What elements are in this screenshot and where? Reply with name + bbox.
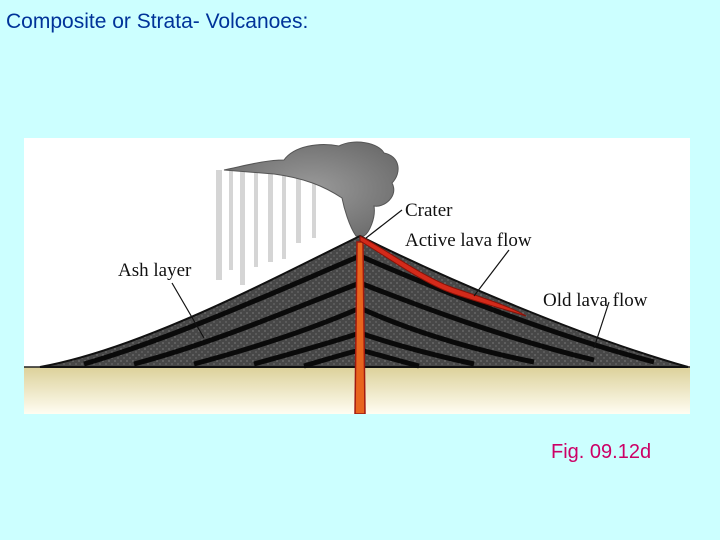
ash-fall	[216, 170, 316, 285]
label-ash-layer: Ash layer	[118, 260, 192, 281]
label-active-lava-flow: Active lava flow	[405, 230, 532, 251]
magma-conduit	[354, 241, 366, 415]
volcano-diagram: Crater Active lava flow Ash layer Old la…	[24, 138, 690, 415]
label-crater: Crater	[405, 200, 453, 221]
label-old-lava-flow: Old lava flow	[543, 290, 648, 311]
slide-title: Composite or Strata- Volcanoes:	[6, 10, 309, 33]
ash-cloud	[223, 141, 399, 237]
figure-reference: Fig. 09.12d	[551, 441, 652, 463]
active-lava-flow	[359, 235, 527, 317]
